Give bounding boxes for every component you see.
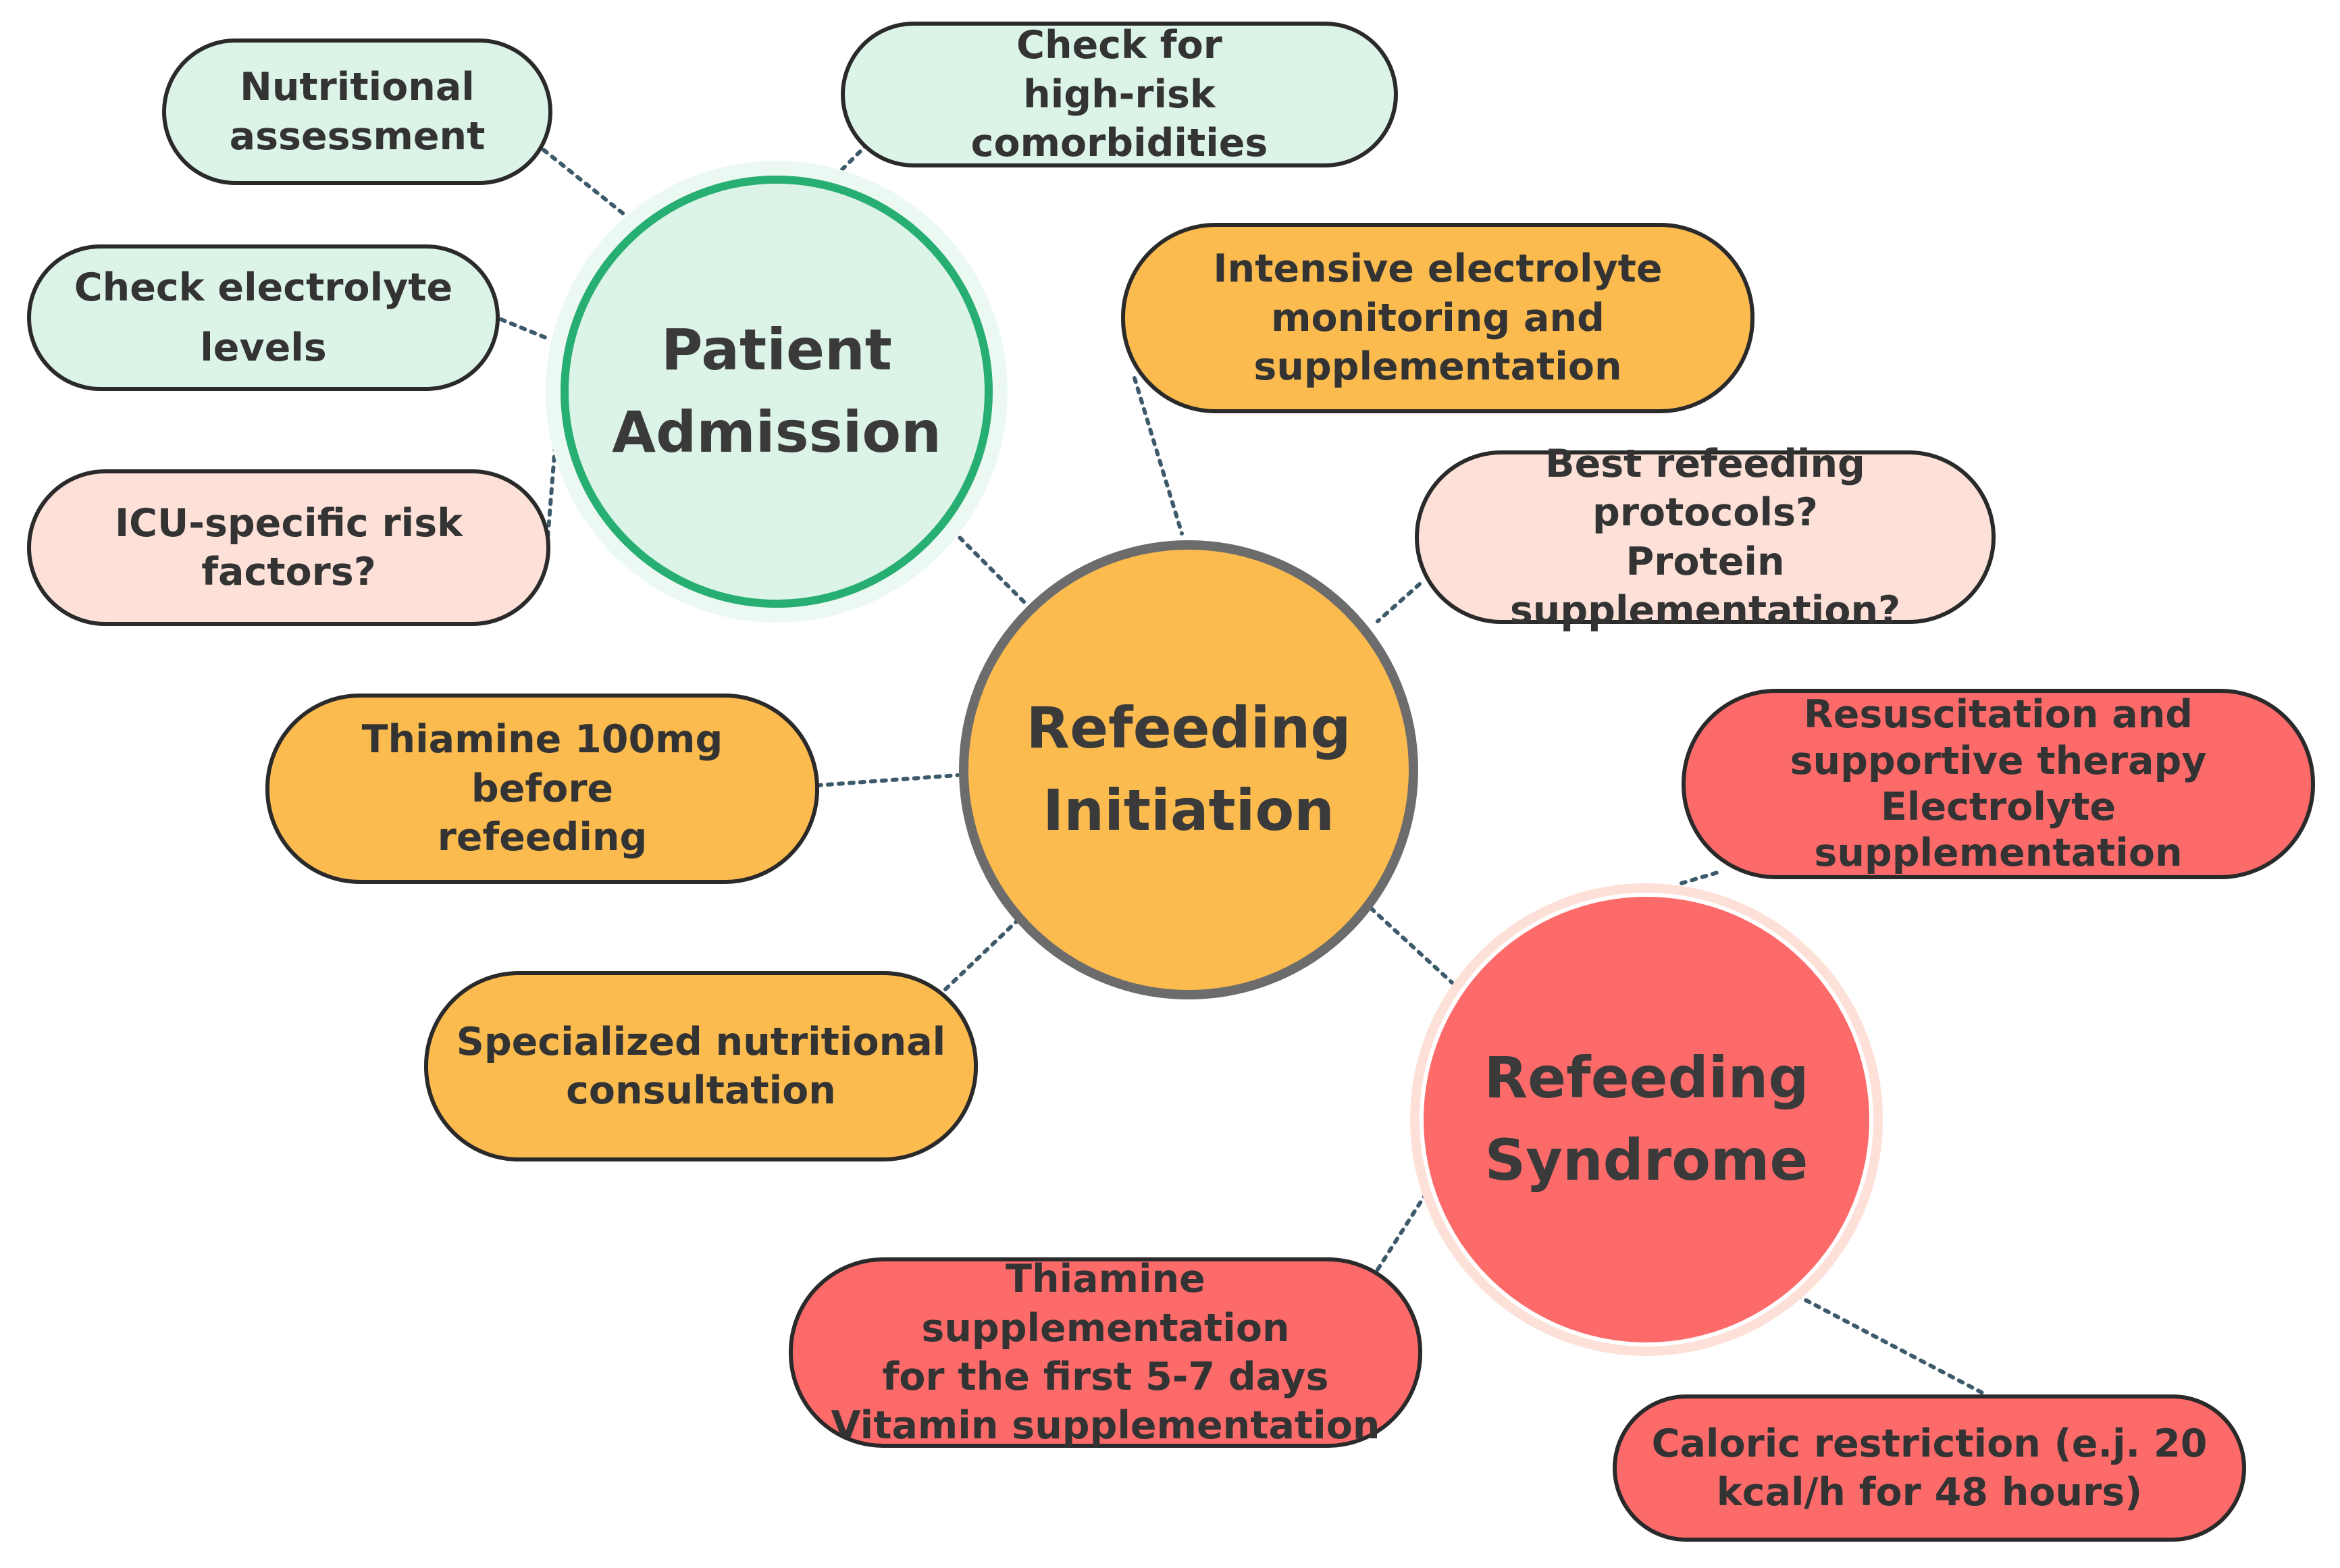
connector-resuscitation [1680,869,1724,885]
node-comorbidities[interactable]: Check for high-risk comorbidities [841,22,1398,167]
node-specialized-consult-label: Specialized nutritional consultation [456,1019,946,1113]
node-nutritional-assessment[interactable]: Nutritional assessment [162,38,552,185]
node-caloric-restriction[interactable]: Caloric restriction (e.j. 20 kcal/h for … [1613,1394,2246,1542]
node-electrolyte-levels-label: Check electrolyte levels [74,265,453,370]
connector-admission-initiation [950,528,1029,606]
hub-refeeding-initiation[interactable]: Refeeding Initiation [959,540,1418,999]
connector-best-protocols [1376,582,1422,623]
connector-thiamine-before [815,773,960,787]
hub-refeeding-initiation-label: Refeeding Initiation [1026,695,1351,843]
node-caloric-restriction-label: Caloric restriction (e.j. 20 kcal/h for … [1651,1421,2208,1515]
connector-intensive-monitoring [1133,376,1184,535]
connector-caloric-restriction [1794,1293,1987,1396]
hub-refeeding-syndrome-label: Refeeding Syndrome [1484,1045,1809,1193]
node-comorbidities-label: Check for high-risk comorbidities [970,23,1268,166]
node-icu-risk-label: ICU-specific risk factors? [114,500,463,594]
node-thiamine-before-label: Thiamine 100mg before refeeding [361,717,723,860]
node-icu-risk[interactable]: ICU-specific risk factors? [27,469,550,626]
hub-patient-admission-label: Patient Admission [612,317,941,465]
node-best-protocols-label: Best refeeding protocols? Protein supple… [1509,441,1901,633]
connector-comorbidities [835,142,870,176]
connector-nutritional-assessment [542,148,627,217]
node-electrolyte-levels[interactable]: Check electrolyte levels [27,244,500,391]
connector-thiamine-supplementation [1376,1193,1427,1272]
node-resuscitation[interactable]: Resuscitation and supportive therapy Ele… [1682,689,2315,879]
node-thiamine-supplementation-label: Thiamine supplementation for the first 5… [831,1257,1380,1448]
node-intensive-monitoring[interactable]: Intensive electrolyte monitoring and sup… [1121,223,1754,413]
node-resuscitation-label: Resuscitation and supportive therapy Ele… [1790,692,2207,876]
connector-initiation-syndrome [1369,906,1454,985]
connector-electrolyte-levels [499,317,548,340]
node-best-protocols[interactable]: Best refeeding protocols? Protein supple… [1415,442,1996,633]
hub-patient-admission[interactable]: Patient Admission [561,176,993,608]
connector-specialized-consult [943,916,1022,991]
node-nutritional-assessment-label: Nutritional assessment [229,65,486,159]
hub-refeeding-syndrome[interactable]: Refeeding Syndrome [1424,897,1869,1342]
node-thiamine-before[interactable]: Thiamine 100mg before refeeding [265,694,819,884]
node-specialized-consult[interactable]: Specialized nutritional consultation [424,971,978,1161]
connector-icu-risk [545,444,557,549]
node-intensive-monitoring-label: Intensive electrolyte monitoring and sup… [1213,246,1663,390]
node-thiamine-supplementation[interactable]: Thiamine supplementation for the first 5… [789,1257,1422,1448]
